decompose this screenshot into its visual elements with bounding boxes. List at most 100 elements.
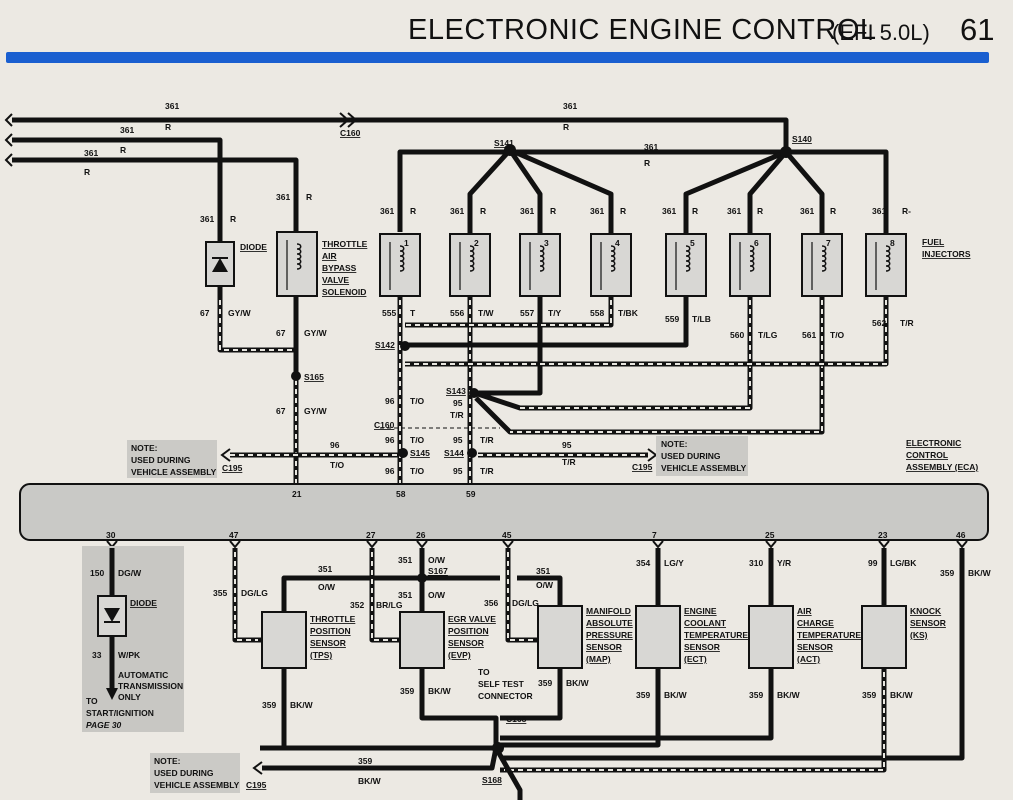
evp-sensor — [399, 611, 445, 669]
label-gyw-b: GY/W — [304, 328, 328, 338]
diode-top — [205, 241, 235, 300]
label-r-inj1: R — [410, 206, 416, 216]
label-351-d: 351 — [536, 566, 550, 576]
map-sensor — [537, 605, 583, 669]
map-label-2: ABSOLUTE — [586, 618, 633, 628]
label-gyw-c: GY/W — [304, 406, 328, 416]
label-r-a: R — [165, 122, 171, 132]
ks-label-1: KNOCK — [910, 606, 942, 616]
act-label-4: SENSOR — [797, 642, 833, 652]
auto-trans-start: START/IGNITION — [86, 708, 154, 718]
label-361-e: 361 — [644, 142, 658, 152]
label-95-a: 95 — [453, 398, 463, 408]
label-96-b: 96 — [385, 435, 395, 445]
note-bottom-1: NOTE: — [154, 756, 181, 766]
ect-sensor — [635, 605, 681, 669]
eca-label-1: ELECTRONIC — [906, 438, 961, 448]
injector-8: 8 — [865, 233, 907, 297]
label-ow-b: O/W — [428, 555, 446, 565]
map-label-4: SENSOR — [586, 642, 622, 652]
pin-terminal — [956, 540, 968, 549]
label-tr-a: T/R — [450, 410, 464, 420]
eca-pin-59: 59 — [466, 489, 476, 499]
injector-5: 5 — [665, 233, 707, 297]
label-bkw-a: BK/W — [968, 568, 992, 578]
injector-number: 6 — [754, 238, 759, 248]
label-tlb: T/LB — [692, 314, 711, 324]
map-label-3: PRESSURE — [586, 630, 633, 640]
label-r-inj7: R — [830, 206, 836, 216]
label-bkw-d: BK/W — [566, 678, 590, 688]
tab-label-1: THROTTLE — [322, 239, 368, 249]
label-tr-c: T/R — [562, 457, 576, 467]
label-tlg: T/LG — [758, 330, 778, 340]
label-r-c: R — [84, 167, 90, 177]
auto-trans-page: PAGE 30 — [86, 720, 122, 730]
label-561: 561 — [802, 330, 816, 340]
note-box-left — [127, 440, 217, 478]
label-361-c: 361 — [84, 148, 98, 158]
label-ow-d: O/W — [536, 580, 554, 590]
act-sensor — [748, 605, 794, 669]
label-lgy: LG/Y — [664, 558, 684, 568]
label-361-inj6: 361 — [727, 206, 741, 216]
label-361-a: 361 — [165, 101, 179, 111]
pin-terminal — [229, 540, 241, 549]
note-right-3: VEHICLE ASSEMBLY — [661, 463, 747, 473]
fuel-injectors-label-2: INJECTORS — [922, 249, 971, 259]
label-559: 559 — [665, 314, 679, 324]
injector-7: 7 — [801, 233, 843, 297]
label-556: 556 — [450, 308, 464, 318]
label-361-inj5: 361 — [662, 206, 676, 216]
tps-label-2: POSITION — [310, 626, 351, 636]
tab-label-4: VALVE — [322, 275, 349, 285]
label-355: 355 — [213, 588, 227, 598]
eca-pin-47: 47 — [229, 530, 239, 540]
label-tbk: T/BK — [618, 308, 639, 318]
label-361-inj8: 361 — [872, 206, 886, 216]
page-title: ELECTRONIC ENGINE CONTROL — [408, 14, 877, 46]
label-359-h: 359 — [358, 756, 372, 766]
ect-label-2: COOLANT — [684, 618, 727, 628]
label-gyw-a: GY/W — [228, 308, 252, 318]
label-ty: T/Y — [548, 308, 562, 318]
label-562: 562 — [872, 318, 886, 328]
label-r-inj2: R — [480, 206, 486, 216]
tab-label-5: SOLENOID — [322, 287, 366, 297]
label-tr-562: T/R — [900, 318, 914, 328]
label-bkw-c: BK/W — [428, 686, 452, 696]
label-359-b: 359 — [262, 700, 276, 710]
label-351-b: 351 — [398, 555, 412, 565]
label-r-diode: R — [230, 214, 236, 224]
eca-pin-46: 46 — [956, 530, 966, 540]
eca-pin-21: 21 — [292, 489, 302, 499]
injector-6: 6 — [729, 233, 771, 297]
note-box-right — [656, 436, 748, 476]
act-label-2: CHARGE — [797, 618, 834, 628]
label-ow-a: O/W — [318, 582, 336, 592]
eca-pin-26: 26 — [416, 530, 426, 540]
label-359-g: 359 — [862, 690, 876, 700]
note-box-bottom — [150, 753, 240, 793]
injector-number: 1 — [404, 238, 409, 248]
fuel-injectors-label-1: FUEL — [922, 237, 944, 247]
splice-s165 — [291, 371, 301, 381]
note-left-3: VEHICLE ASSEMBLY — [131, 467, 217, 477]
label-67-b: 67 — [276, 328, 286, 338]
splice-s144 — [467, 448, 477, 458]
connector-c195-right: C195 — [632, 462, 653, 472]
label-tr-b: T/R — [480, 435, 494, 445]
self-test-3: CONNECTOR — [478, 691, 533, 701]
label-r-inj8: R- — [902, 206, 911, 216]
splice-s143 — [469, 388, 479, 398]
label-359-e: 359 — [636, 690, 650, 700]
label-to-c: T/O — [330, 460, 345, 470]
label-brlg: BR/LG — [376, 600, 403, 610]
label-361-diode: 361 — [200, 214, 214, 224]
label-352: 352 — [350, 600, 364, 610]
label-dgw: DG/W — [118, 568, 142, 578]
label-r-e: R — [644, 158, 650, 168]
label-361-inj1: 361 — [380, 206, 394, 216]
